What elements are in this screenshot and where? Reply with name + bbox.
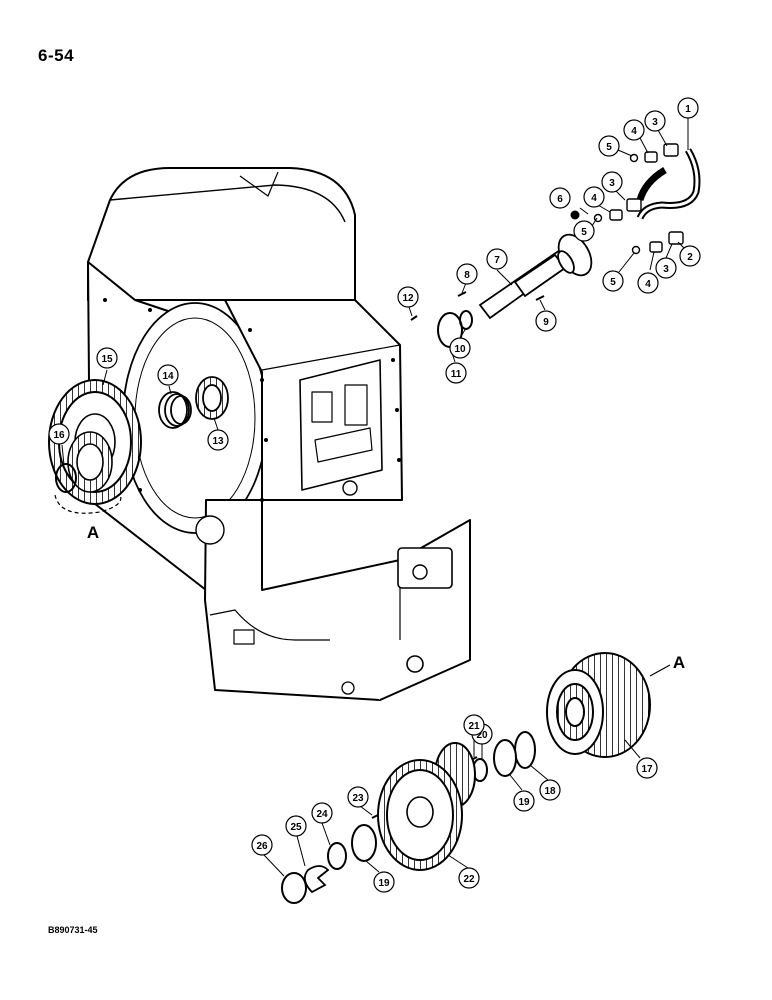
snap-ring-16 [55,463,77,493]
callout-5: 5 [598,135,620,157]
callout-14: 14 [157,364,179,386]
gear-hub-spline [67,431,113,493]
svg-text:15: 15 [101,354,113,365]
spring-14 [158,391,192,429]
callout-21: 21 [463,714,485,736]
callout-25: 25 [285,815,307,837]
svg-text:19: 19 [378,878,390,889]
callout-19: 19 [513,790,535,812]
callout-5: 5 [602,270,624,292]
reference-a-pointer-left [54,494,122,514]
transmission-housing [87,167,471,701]
clutch-hub-17 [546,652,651,758]
callout-15: 15 [96,347,118,369]
callout-10: 10 [449,337,471,359]
svg-text:14: 14 [162,371,174,382]
svg-text:5: 5 [610,277,616,288]
shaft-7 [478,233,593,320]
svg-text:9: 9 [543,317,549,328]
svg-text:6: 6 [557,194,563,205]
reference-a-pointer-right [649,664,671,677]
svg-text:4: 4 [645,279,651,290]
snap-ring-18 [514,731,536,769]
callout-4: 4 [583,186,605,208]
pin-12 [410,315,418,321]
svg-text:26: 26 [256,841,268,852]
svg-text:5: 5 [581,227,587,238]
plug-6 [570,210,580,220]
leader-lines [61,118,689,877]
lock-plate-25 [303,865,330,894]
washer-24 [327,842,347,870]
callout-bubbles: 1 2 3 3 3 4 4 4 5 5 5 6 7 8 9 10 11 12 1… [48,97,701,893]
key-9 [535,295,545,301]
svg-text:12: 12 [402,293,414,304]
callout-1: 1 [677,97,699,119]
callout-3: 3 [601,171,623,193]
washer-19-upper [493,739,517,777]
callout-12: 12 [397,286,419,308]
svg-text:7: 7 [494,255,500,266]
svg-text:10: 10 [454,344,466,355]
washer-19-lower [351,824,377,862]
page-number: 6-54 [38,46,75,65]
svg-text:3: 3 [652,117,658,128]
svg-text:2: 2 [687,252,693,263]
callout-8: 8 [456,263,478,285]
callout-2: 2 [679,245,701,267]
fitting-3 [626,143,684,245]
svg-text:1: 1 [685,104,691,115]
gear-22 [377,742,476,871]
callout-4: 4 [637,272,659,294]
callout-9: 9 [535,310,557,332]
svg-text:25: 25 [290,822,302,833]
callout-6: 6 [549,187,571,209]
svg-text:4: 4 [591,193,597,204]
callout-23: 23 [347,786,369,808]
svg-text:13: 13 [212,436,224,447]
callout-26: 26 [251,834,273,856]
svg-text:5: 5 [606,142,612,153]
callout-17: 17 [636,757,658,779]
callout-4: 4 [623,119,645,141]
callout-3: 3 [655,257,677,279]
callout-3: 3 [644,110,666,132]
svg-text:19: 19 [518,797,530,808]
figure-code: B890731-45 [48,925,98,935]
fitting-4 [609,151,663,253]
reference-letters: A A [87,523,685,672]
svg-text:4: 4 [631,126,637,137]
key-8 [457,291,467,297]
callout-22: 22 [458,867,480,889]
svg-text:21: 21 [468,721,480,732]
hose-1 [636,148,701,220]
reference-letter-a-right: A [673,653,685,672]
reference-letter-a-left: A [87,523,99,542]
callout-7: 7 [486,248,508,270]
callout-5: 5 [573,220,595,242]
o-ring-5 [593,153,641,255]
svg-text:11: 11 [451,369,462,380]
callout-16: 16 [48,423,70,445]
callout-24: 24 [311,802,333,824]
svg-text:23: 23 [352,793,364,804]
bearing-13 [195,376,229,420]
washer-26 [281,872,307,904]
callout-11: 11 [445,362,467,384]
svg-text:3: 3 [663,264,669,275]
svg-text:22: 22 [463,874,475,885]
svg-text:16: 16 [53,430,65,441]
callout-19: 19 [373,871,395,893]
svg-text:3: 3 [609,178,615,189]
svg-text:20: 20 [476,730,488,741]
svg-text:24: 24 [316,809,328,820]
svg-text:8: 8 [464,270,470,281]
callout-13: 13 [207,429,229,451]
callout-18: 18 [539,779,561,801]
pin-23 [371,814,379,819]
svg-text:17: 17 [641,764,653,775]
svg-text:18: 18 [544,786,556,797]
